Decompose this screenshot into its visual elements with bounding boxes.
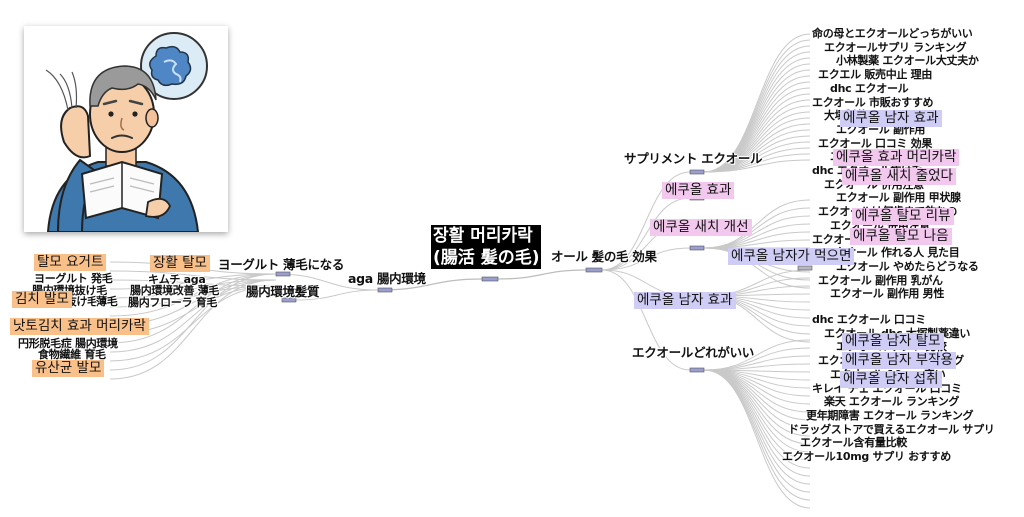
right-leaf-label[interactable]: エクオール やめたらどうなる bbox=[836, 259, 979, 273]
man-reading-illustration bbox=[45, 32, 208, 233]
branch-line bbox=[601, 171, 691, 271]
branch-line bbox=[109, 273, 277, 317]
left-highlight-keyword[interactable]: 김치 발모 bbox=[12, 291, 72, 308]
left-highlight-keyword[interactable]: 낫토김치 효과 머리카락 bbox=[10, 318, 149, 335]
branch-line bbox=[601, 247, 691, 271]
branch-line bbox=[109, 270, 277, 281]
right-leaf-label[interactable]: 楽天 エクオール ランキング bbox=[824, 395, 960, 409]
right-hub-label[interactable]: サプリメント エクオール bbox=[624, 151, 763, 166]
branch-line bbox=[109, 279, 277, 380]
right-leaf-label[interactable]: ドラッグストアで買えるエクオール サプリ bbox=[788, 422, 995, 436]
node-marker bbox=[585, 267, 603, 273]
right-highlight-keyword[interactable]: 에쿠올 남자 부작용 bbox=[842, 352, 956, 369]
node-marker bbox=[689, 245, 705, 251]
right-highlight-keyword[interactable]: 에쿠올 남자 섭취 bbox=[840, 371, 942, 388]
right-leaf-label[interactable]: 更年期障害 エクオール ランキング bbox=[806, 408, 974, 422]
branch-line bbox=[275, 273, 379, 291]
node-marker bbox=[275, 271, 291, 277]
root-topic-line-1: 장활 머리카락 bbox=[433, 226, 533, 246]
left-leaf-label[interactable]: 円形脱毛症 腸内環境 bbox=[18, 337, 118, 350]
branch-line bbox=[109, 279, 277, 287]
right-leaf-label[interactable]: エクオール 口コミ 効果 bbox=[818, 136, 933, 150]
intestine-icon bbox=[149, 45, 192, 87]
right-leaf-label[interactable]: 命の母とエクオールどっちがいい bbox=[812, 27, 973, 40]
branch-line bbox=[109, 279, 277, 299]
right-highlight-keyword[interactable]: 에쿠올 남자가 먹으면 bbox=[728, 248, 855, 265]
right-leaf-label[interactable]: エクオール含有量比較 bbox=[800, 436, 907, 450]
left-highlight-keyword[interactable]: 탈모 요거트 bbox=[34, 254, 107, 271]
left-hub-label[interactable]: aga 腸内環境 bbox=[348, 271, 426, 286]
root-topic[interactable]: 장활 머리카락 (腸活 髪の毛) bbox=[431, 225, 542, 269]
node-marker bbox=[797, 265, 813, 271]
branch-line bbox=[109, 285, 277, 308]
right-leaf-label[interactable]: エクオールサプリ ランキング bbox=[824, 40, 967, 54]
node-marker bbox=[689, 367, 705, 373]
branch-line bbox=[601, 269, 691, 371]
right-highlight-keyword[interactable]: 에쿠올 탈모 리뷰 bbox=[852, 208, 954, 225]
left-hub-label[interactable]: 腸内環境髪質 bbox=[246, 284, 320, 299]
left-leaf-label[interactable]: 食物繊維 育毛 bbox=[38, 348, 106, 361]
node-marker bbox=[281, 297, 297, 303]
branch-line bbox=[109, 273, 277, 371]
branch-line bbox=[703, 159, 811, 173]
right-leaf-label[interactable]: エクオール 市販おすすめ bbox=[812, 95, 934, 109]
left-leaf-label[interactable]: ヨーグルト 発毛 bbox=[34, 272, 113, 285]
left-hub-label[interactable]: ヨーグルト 薄毛になる bbox=[218, 257, 345, 272]
left-leaf-label[interactable]: キムチ aga bbox=[148, 273, 206, 286]
right-leaf-label[interactable]: エクオール10mg サプリ おすすめ bbox=[782, 450, 951, 463]
right-leaf-label[interactable]: エクオール 副作用 男性 bbox=[830, 287, 945, 301]
branch-line bbox=[109, 279, 277, 353]
right-leaf-label[interactable]: エクオール 副作用 甲状腺 bbox=[836, 191, 961, 205]
right-leaf-label[interactable]: エクオール 作れる人 見た目 bbox=[824, 246, 960, 260]
left-leaf-label[interactable]: 薄毛 bbox=[96, 295, 118, 308]
right-leaf-label[interactable]: エクエル 販売中止 理由 bbox=[818, 68, 933, 82]
branch-line bbox=[109, 285, 277, 362]
right-leaf-label[interactable]: 小林製薬 エクオール大丈夫か bbox=[836, 54, 979, 68]
branch-line bbox=[109, 273, 277, 344]
illustration-card bbox=[24, 26, 228, 233]
left-leaf-label[interactable]: 腸内フローラ 育毛 bbox=[128, 296, 218, 309]
right-leaf-label[interactable]: dhc エクオール bbox=[830, 81, 909, 95]
right-leaf-label[interactable]: dhc エクオール 口コミ bbox=[812, 313, 926, 326]
right-highlight-keyword[interactable]: 에쿠올 남자 효과 bbox=[634, 292, 736, 309]
right-highlight-keyword[interactable]: 에쿠올 탈모 나음 bbox=[850, 228, 952, 245]
right-highlight-keyword[interactable]: 에쿠올 새치 개선 bbox=[650, 219, 752, 236]
right-highlight-keyword[interactable]: 에쿠올 남자 효과 bbox=[840, 110, 942, 127]
node-marker bbox=[481, 276, 499, 282]
branch-line bbox=[295, 289, 379, 301]
root-topic-line-2: (腸活 髪の毛) bbox=[433, 248, 540, 268]
node-marker bbox=[689, 169, 705, 175]
right-highlight-keyword[interactable]: 에쿠올 효과 bbox=[662, 182, 735, 199]
branch-line bbox=[703, 369, 811, 509]
branch-line bbox=[379, 278, 483, 291]
right-leaf-label[interactable]: エクオール 副作用 乳がん bbox=[818, 273, 943, 287]
branch-line bbox=[703, 369, 811, 413]
left-highlight-keyword[interactable]: 장활 탈모 bbox=[150, 255, 210, 272]
node-marker bbox=[377, 287, 393, 293]
right-highlight-keyword[interactable]: 에쿠올 남자 탈모 bbox=[842, 333, 944, 350]
right-hub-label[interactable]: オール 髪の毛 効果 bbox=[551, 249, 657, 264]
branch-line bbox=[497, 269, 587, 280]
branch-line bbox=[601, 197, 691, 271]
branch-line bbox=[109, 273, 277, 290]
left-leaf-label[interactable]: 腸内環境改善 薄毛 bbox=[130, 284, 220, 297]
right-highlight-keyword[interactable]: 에쿠올 새치 줄었다 bbox=[842, 168, 956, 185]
right-highlight-keyword[interactable]: 에쿠올 효과 머리카락 bbox=[833, 149, 960, 166]
left-highlight-keyword[interactable]: 유산균 발모 bbox=[32, 360, 105, 377]
right-hub-label[interactable]: エクオールどれがいい bbox=[632, 345, 755, 360]
